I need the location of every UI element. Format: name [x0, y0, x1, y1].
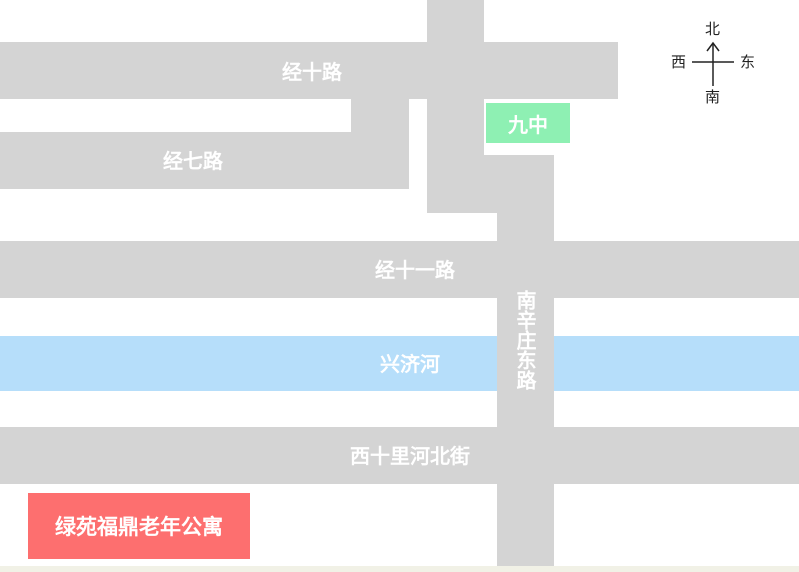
label-nanxinzhuang-dong: 南辛庄东路 — [513, 290, 537, 390]
landmark-school-label: 九中 — [508, 112, 548, 137]
landmark-destination: 绿苑福鼎老年公寓 — [28, 493, 250, 559]
road-jing-shiyi — [0, 241, 799, 298]
label-jing-shiyi: 经十一路 — [375, 258, 455, 282]
compass: 北 南 西 东 — [668, 18, 758, 108]
label-jing-shi: 经十路 — [282, 60, 342, 84]
compass-north: 北 — [705, 20, 721, 38]
road-jing-shi — [0, 42, 618, 99]
label-xishilihe-bei: 西十里河北街 — [350, 444, 470, 468]
compass-south: 南 — [705, 88, 721, 106]
road-connector-jing-qi — [351, 96, 409, 136]
road-xishilihe-bei — [0, 427, 799, 484]
compass-west: 西 — [671, 53, 687, 71]
road-jing-qi — [0, 132, 409, 189]
bottom-strip — [0, 566, 799, 572]
river-xingji — [0, 336, 799, 391]
compass-east: 东 — [740, 53, 756, 71]
landmark-school: 九中 — [486, 103, 570, 143]
road-nanxinzhuang-bridge — [497, 336, 554, 391]
label-jing-qi: 经七路 — [163, 149, 223, 173]
landmark-destination-label: 绿苑福鼎老年公寓 — [55, 515, 223, 539]
compass-arrow-icon — [692, 41, 734, 86]
label-river-xingji: 兴济河 — [380, 352, 440, 376]
